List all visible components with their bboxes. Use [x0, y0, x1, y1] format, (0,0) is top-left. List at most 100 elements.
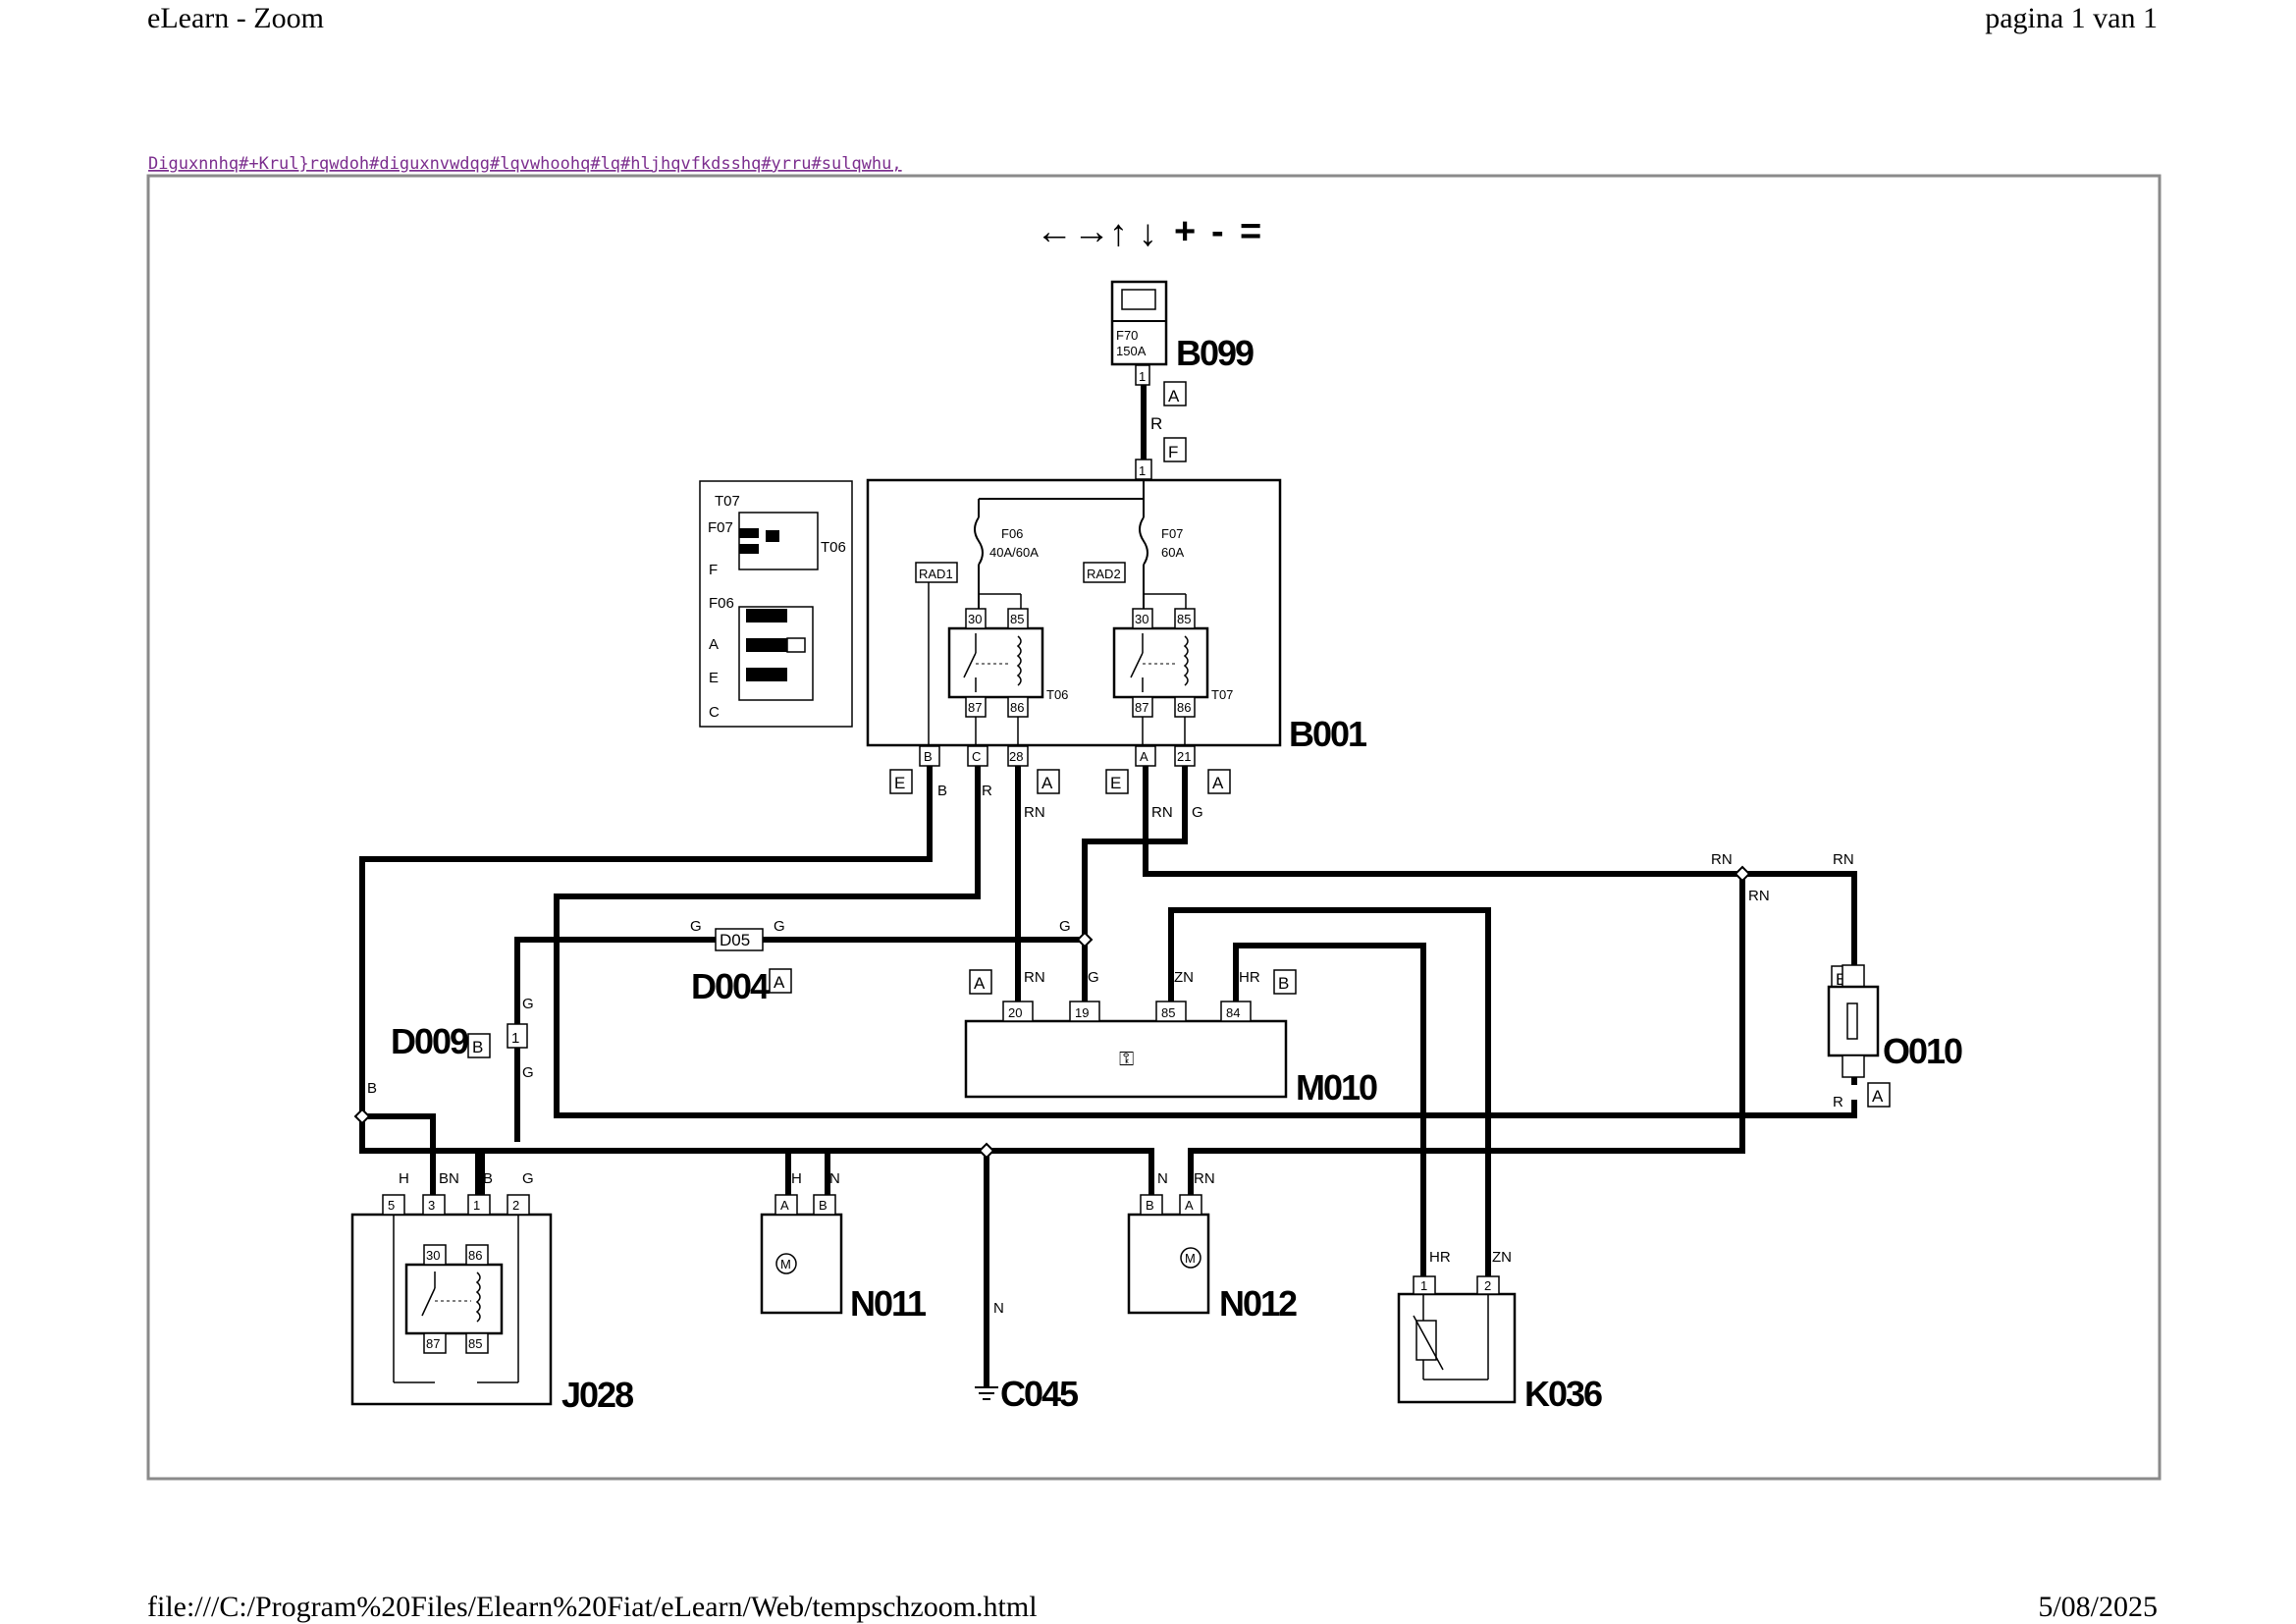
- fusebox-pin-28: 28: [1009, 749, 1023, 764]
- fuse-box-b001: 1 F06 40A/60A F07 60A RAD1 RAD2 30 85 87: [866, 459, 1369, 754]
- splice-b: [353, 1108, 371, 1125]
- n011-motor-symbol: M: [780, 1257, 791, 1272]
- wire-labels: B R RN RN G RN RN RN G G G G G B R RN G …: [367, 783, 1854, 1317]
- t06-pin-85: 85: [1010, 612, 1024, 626]
- relay-j028: 5 3 1 2 30 86 87 85 J028: [350, 1194, 635, 1415]
- wl-g4: G: [774, 918, 785, 935]
- wire-rn-a: [1143, 766, 1857, 1085]
- fuse-f70-rating: 150A: [1116, 344, 1147, 358]
- fuse-f06-symbol: [974, 516, 984, 566]
- pan-horizontal-icon[interactable]: ←→: [1036, 211, 1110, 252]
- t06-pin-87: 87: [968, 700, 982, 715]
- battery-b099: F70 150A 1 B099: [1110, 280, 1255, 386]
- ecu-pin-84: 84: [1226, 1005, 1240, 1020]
- t07-pin-86: 86: [1177, 700, 1191, 715]
- fusebox-pin-b: B: [924, 749, 933, 764]
- c045-label: C045: [1000, 1374, 1079, 1414]
- n011-pin-a: A: [780, 1198, 789, 1213]
- inset-label-e: E: [709, 670, 719, 686]
- d009-tag: B: [472, 1038, 483, 1056]
- wl-g8: G: [522, 1170, 534, 1187]
- n012-motor-symbol: M: [1185, 1251, 1196, 1266]
- garbled-link[interactable]: Diguxnnhq#+Krul}rqwdoh#diguxnvwdqg#lqvwh…: [148, 154, 902, 174]
- wl-n1: N: [829, 1170, 840, 1187]
- n012-label: N012: [1219, 1283, 1297, 1324]
- wl-rn1: RN: [1024, 804, 1045, 821]
- relay-tag-rad1: RAD1: [919, 567, 953, 581]
- ecu-m010: 20 19 85 84 ⚿ M010 A B: [964, 969, 1379, 1108]
- fusebox-connector-tags: E A E A: [889, 769, 1231, 794]
- splice-d009: D009 B 1: [391, 1021, 528, 1061]
- connector-tag-f: [1163, 437, 1187, 462]
- relay-t07: 30 85 87 86 T07: [1112, 608, 1233, 718]
- j028-label: J028: [561, 1375, 633, 1415]
- inset-label-t06: T06: [821, 539, 846, 556]
- d05-label: D05: [720, 931, 750, 949]
- wl-r1: R: [982, 783, 992, 799]
- inset-label-a: A: [709, 636, 719, 653]
- d009-label: D009: [391, 1021, 468, 1061]
- fuse-f06-label: F06: [1001, 526, 1023, 541]
- j028-pin-5: 5: [388, 1198, 395, 1213]
- n012-pin-b: B: [1146, 1198, 1154, 1213]
- tag-a-right: A: [1212, 774, 1224, 792]
- reset-zoom-icon[interactable]: =: [1240, 211, 1261, 252]
- fuse-f07-rating: 60A: [1161, 545, 1184, 560]
- wl-zn2: ZN: [1492, 1249, 1512, 1266]
- fusebox-in-pin: 1: [1139, 463, 1146, 478]
- splice-g: [1076, 931, 1094, 948]
- ecu-chip-icon: ⚿: [1119, 1049, 1134, 1070]
- d004-tag: A: [774, 973, 785, 992]
- n011-pin-b: B: [819, 1198, 828, 1213]
- zoom-toolbar: ←→ ↑ ↓ + - =: [1036, 211, 1261, 254]
- wl-bn: BN: [439, 1170, 459, 1187]
- fuse-f06-rating: 40A/60A: [989, 545, 1039, 560]
- j028-inner-87: 87: [426, 1336, 440, 1351]
- relay-t06-label: T06: [1046, 687, 1068, 702]
- d009-pin: 1: [511, 1030, 519, 1047]
- t06-pin-30: 30: [968, 612, 982, 626]
- relay-t07-label: T07: [1211, 687, 1233, 702]
- wl-rn4: RN: [1833, 851, 1854, 868]
- j028-inner-86: 86: [468, 1248, 482, 1263]
- inset-label-f07: F07: [708, 519, 733, 536]
- inset-label-f: F: [709, 562, 718, 578]
- wire-g-21: [1082, 766, 1188, 1021]
- wl-n3: N: [993, 1300, 1004, 1317]
- wl-hr2: HR: [1429, 1249, 1451, 1266]
- fusebox-pin-a: A: [1140, 749, 1148, 764]
- wl-g7: G: [1088, 969, 1099, 986]
- wire-zn: [1168, 907, 1491, 1276]
- splice-nodes: [353, 865, 1751, 1160]
- wl-g3: G: [690, 918, 702, 935]
- connector-tag-f-label: F: [1168, 443, 1178, 461]
- relay-t06: 30 85 87 86 T06: [947, 608, 1068, 718]
- ecu-pin-19: 19: [1075, 1005, 1089, 1020]
- splice-n: [978, 1142, 995, 1160]
- fusebox-pin-c: C: [972, 749, 981, 764]
- pan-down-icon[interactable]: ↓: [1139, 213, 1157, 254]
- fuse-f07-label: F07: [1161, 526, 1183, 541]
- o010-label: O010: [1883, 1031, 1962, 1071]
- sensor-k036: 1 2 K036: [1397, 1275, 1604, 1414]
- t07-pin-30: 30: [1135, 612, 1148, 626]
- wl-r2: R: [1833, 1094, 1843, 1110]
- fuse-f70-label: F70: [1116, 328, 1138, 343]
- ground-node-d004: D05 D004 A: [691, 928, 792, 1006]
- j028-pin-2: 2: [512, 1198, 519, 1213]
- pan-up-icon[interactable]: ↑: [1109, 213, 1128, 254]
- wiring: [359, 766, 1857, 1387]
- fuse-f07-symbol: [1139, 516, 1148, 566]
- wl-hr1: HR: [1239, 969, 1260, 986]
- zoom-out-icon[interactable]: -: [1211, 211, 1224, 252]
- wl-b2: B: [367, 1080, 377, 1097]
- ecu-pin-85: 85: [1161, 1005, 1175, 1020]
- ecu-tag-a: A: [974, 974, 986, 993]
- inset-label-f06: F06: [709, 595, 734, 612]
- wl-g6: G: [522, 1064, 534, 1081]
- zoom-in-icon[interactable]: +: [1174, 211, 1196, 252]
- d004-label: D004: [691, 966, 770, 1006]
- k036-label: K036: [1524, 1374, 1602, 1414]
- tag-a-mid: A: [1041, 774, 1053, 792]
- wl-zn1: ZN: [1174, 969, 1194, 986]
